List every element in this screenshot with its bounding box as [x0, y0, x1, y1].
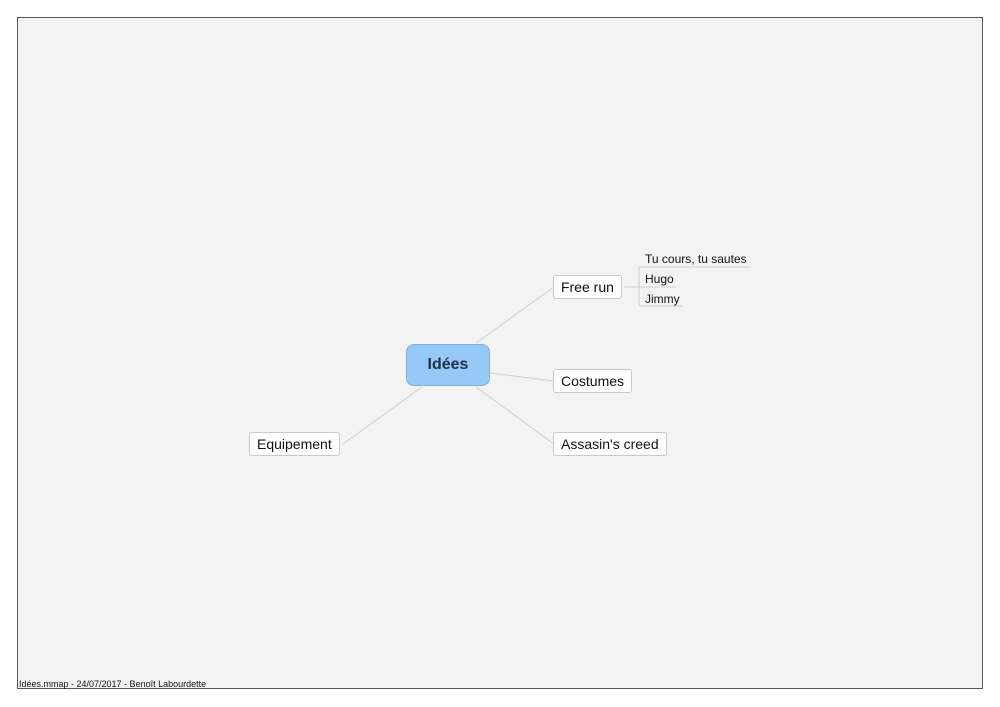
- subtopic-tu-cours-label: Tu cours, tu sautes: [645, 252, 747, 266]
- topic-costumes[interactable]: Costumes: [553, 369, 633, 393]
- topic-free-run[interactable]: Free run: [553, 275, 622, 299]
- central-topic-label: Idées: [427, 356, 469, 373]
- subtopic-hugo-label: Hugo: [645, 272, 674, 286]
- topic-equipement-label: Equipement: [257, 436, 332, 452]
- subtopic-jimmy[interactable]: Jimmy: [645, 292, 680, 306]
- footer-caption: Idées.mmap - 24/07/2017 - Benoît Labourd…: [19, 679, 207, 689]
- topic-costumes-label: Costumes: [561, 373, 625, 389]
- link-free-run: [475, 286, 555, 344]
- link-costumes: [489, 372, 555, 382]
- map-canvas: [17, 17, 983, 689]
- topic-equipement[interactable]: Equipement: [249, 432, 340, 456]
- topic-assassins-creed[interactable]: Assasin's creed: [553, 432, 667, 456]
- topic-free-run-label: Free run: [561, 279, 614, 295]
- subtopic-tu-cours[interactable]: Tu cours, tu sautes: [645, 252, 747, 266]
- link-assassin: [475, 386, 555, 445]
- topic-assassins-creed-label: Assasin's creed: [561, 436, 659, 452]
- subtopic-jimmy-label: Jimmy: [645, 292, 680, 306]
- link-equipement: [342, 386, 423, 445]
- subtopic-hugo[interactable]: Hugo: [645, 272, 674, 286]
- central-topic[interactable]: Idées: [406, 344, 490, 386]
